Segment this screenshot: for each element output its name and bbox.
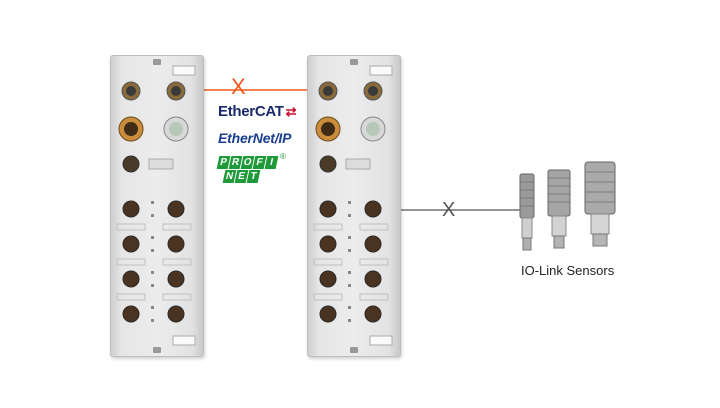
ethercat-arrows-icon: ⇄ — [285, 104, 297, 119]
sensor-small — [519, 173, 535, 251]
io-link-module-left — [110, 55, 204, 357]
ethercat-logo-prefix: Ether — [218, 103, 255, 120]
ethercat-logo: EtherCAT⇄ — [218, 103, 297, 120]
module-right-face — [313, 59, 393, 353]
profinet-letter: T — [246, 170, 261, 183]
ethercat-link-marker: X — [231, 74, 246, 99]
sensor-large — [584, 161, 616, 247]
profinet-registered-mark: ® — [280, 152, 286, 161]
io-link-module-right — [307, 55, 401, 357]
ethernetip-logo: EtherNet/IP — [218, 130, 292, 146]
sensor-link-marker: X — [442, 199, 456, 221]
sensor-medium — [547, 169, 571, 249]
profinet-letter: I — [264, 156, 279, 169]
io-link-sensors-label: IO-Link Sensors — [521, 263, 615, 278]
ethercat-logo-suffix: CAT — [254, 103, 284, 120]
module-left-face — [116, 59, 196, 353]
